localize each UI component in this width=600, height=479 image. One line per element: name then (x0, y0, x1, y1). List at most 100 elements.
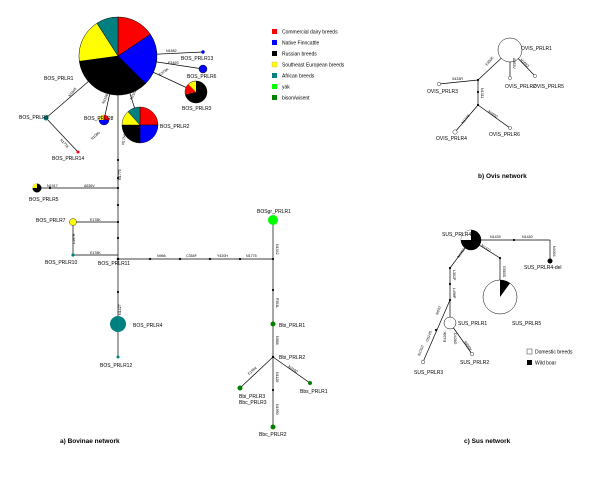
legend-swatch-commercial-dairy (272, 29, 277, 34)
node-bos-prlr4: BOS_PRLR4 (110, 316, 163, 332)
haplotype-node-mark (270, 424, 276, 430)
mutation-label: N1945 (68, 87, 78, 98)
node-bos-prlr3: BOS_PRLR3 (182, 80, 212, 112)
node-bos-prlr6: BOS_PRLR6 (187, 64, 217, 80)
mutation-label: N1748 (461, 114, 471, 125)
network-edge (477, 104, 511, 129)
network-edge (449, 322, 473, 355)
node-bos-prlr13: BOS_PRLR13 (181, 50, 213, 62)
mutation-point (208, 257, 212, 261)
mutation-label: N1990 (275, 404, 279, 415)
mutation-point (116, 186, 120, 190)
mutation-label: A563V (512, 58, 516, 69)
mutation-label: C354F (186, 254, 198, 258)
legend-label-russian: Russian breeds (282, 52, 317, 58)
node-bbc-prlr2: Bbc_PRLR2 (259, 424, 287, 438)
mutation-label: N1080 (90, 131, 101, 141)
network-edge (45, 117, 79, 153)
node-bos-prlr8: BOS_PRLR8 (84, 114, 114, 126)
node-label: BOS_PRLR9 (19, 115, 49, 121)
node-label: BOS_PRLR11 (98, 261, 130, 267)
haplotype-node-mark (508, 76, 512, 80)
mutation-point (434, 328, 438, 332)
breed-legend: Commercial dairy breeds Native Finncattl… (271, 29, 345, 102)
legend-label-bison: bison/wisent (282, 96, 310, 102)
node-label: SUS_PRLR5 (512, 321, 541, 327)
haplotype-node-mark (470, 352, 475, 357)
mutation-label: E379K (158, 67, 170, 77)
mutation-point (48, 186, 52, 190)
mutation-label: N1682 (166, 49, 177, 53)
haplotype-node-mark (104, 115, 109, 120)
node-sus-prlr5: SUS_PRLR5 (482, 279, 541, 327)
node-bos-prlr11: BOS_PRLR11 (98, 257, 130, 267)
node-label: Bbc_PRLR2 (259, 432, 287, 438)
mutation-label: G514S (425, 330, 433, 342)
sus-legend: Domestic breeds Wild boar (526, 348, 573, 367)
node-ovis-prlr1: OVIS_PRLR1 (497, 37, 552, 63)
node-bbi-prlr1: Bbi_PRLR1 (270, 321, 305, 329)
haplotype-node-mark (268, 215, 278, 225)
sus-mutation-labels: N1439 N1440 N4004 N1452 N1310 G583S L302… (417, 235, 556, 356)
mutation-label: N2160 (287, 365, 298, 374)
mutation-point (178, 257, 182, 261)
ovis-mutation-labels: S433R E350K A563V N1832 N1311 N1748 N165… (452, 55, 530, 124)
node-label: SUS_PRLR3 (414, 370, 443, 376)
legend-swatch-russian (272, 51, 277, 56)
mutation-label: P351L (275, 298, 279, 308)
haplotype-node-mark (110, 316, 126, 332)
legend-label-african: African breeds (282, 74, 315, 80)
legend-label-wild-boar: Wild boar (535, 361, 556, 367)
node-label: Bbi_PRLR1 (279, 323, 305, 329)
network-edge (422, 299, 451, 363)
mutation-label: D426G (453, 333, 457, 345)
mutation-label: N1310 (480, 244, 491, 253)
mutation-point (498, 256, 502, 260)
haplotype-node-mark (76, 150, 80, 154)
legend-label-native-finncattle: Native Finncattle (282, 41, 319, 47)
node-label: BOS_PRLR2 (160, 124, 190, 130)
caption-bovinae: a) Bovinae network (60, 438, 120, 445)
node-label: OVIS_PRLR3 (427, 89, 458, 95)
node-bos-prlr14: BOS_PRLR14 (52, 150, 84, 162)
mutation-label: N1754 (121, 134, 127, 145)
node-label: SUS_PRLR4 (442, 232, 471, 238)
node-label: BOS_PRLR3 (182, 106, 212, 112)
legend-label-commercial-dairy: Commercial dairy breeds (282, 30, 338, 36)
pie-slice-african (96, 16, 119, 57)
node-label: BOS_PRLR6 (187, 74, 217, 80)
mutation-label: N1126 (275, 372, 279, 382)
mutation-label: N2162 (129, 89, 137, 100)
mutation-label: E350K (485, 55, 495, 66)
node-label: OVIS_PRLR4 (436, 136, 467, 142)
node-label: BOS_PRLR1 (44, 76, 74, 82)
haplotype-node-mark (547, 258, 553, 264)
node-sus-prlr2: SUS_PRLR2 (460, 352, 489, 366)
mutation-point (271, 388, 275, 392)
mutation-label: N966 (157, 254, 166, 258)
haplotype-node-mark (198, 64, 208, 74)
mutation-point (238, 257, 242, 261)
network-edge (438, 79, 479, 85)
node-sus-prlr4-del: SUS_PRLR4-del (524, 258, 562, 271)
node-label: Bbi_PRLR2 (279, 355, 305, 361)
node-ovis-prlr5: OVIS_PRLR5 (533, 74, 564, 90)
mutation-label: S433R (452, 77, 463, 81)
mutation-label: N1310 (417, 345, 424, 356)
sus-mutation-points (434, 238, 516, 332)
bovinae-network: BOS_PRLR1 BOS_PRLR13 BOS_PRLR6 BOS_PRLR3… (19, 16, 328, 445)
ovis-network: OVIS_PRLR1 OVIS_PRLR2 OVIS_PRLR3 OVIS_PR… (427, 37, 564, 180)
legend-swatch-african (272, 73, 277, 78)
node-label: BOS_PRLR7 (36, 218, 66, 224)
haplotype-node-mark (508, 126, 512, 130)
mutation-label: N1440 (522, 235, 533, 239)
pie-slice-southeast-european (78, 22, 119, 62)
haplotype-node-mark (116, 355, 120, 359)
haplotype-node-mark (139, 106, 159, 126)
haplotype-node-mark (271, 355, 275, 359)
node-label: BOS_PRLR4 (133, 323, 163, 329)
mutation-point (116, 220, 120, 224)
caption-ovis: b) Ovis network (478, 173, 527, 180)
network-edge (239, 356, 274, 389)
mutation-label: N888 (275, 336, 279, 345)
